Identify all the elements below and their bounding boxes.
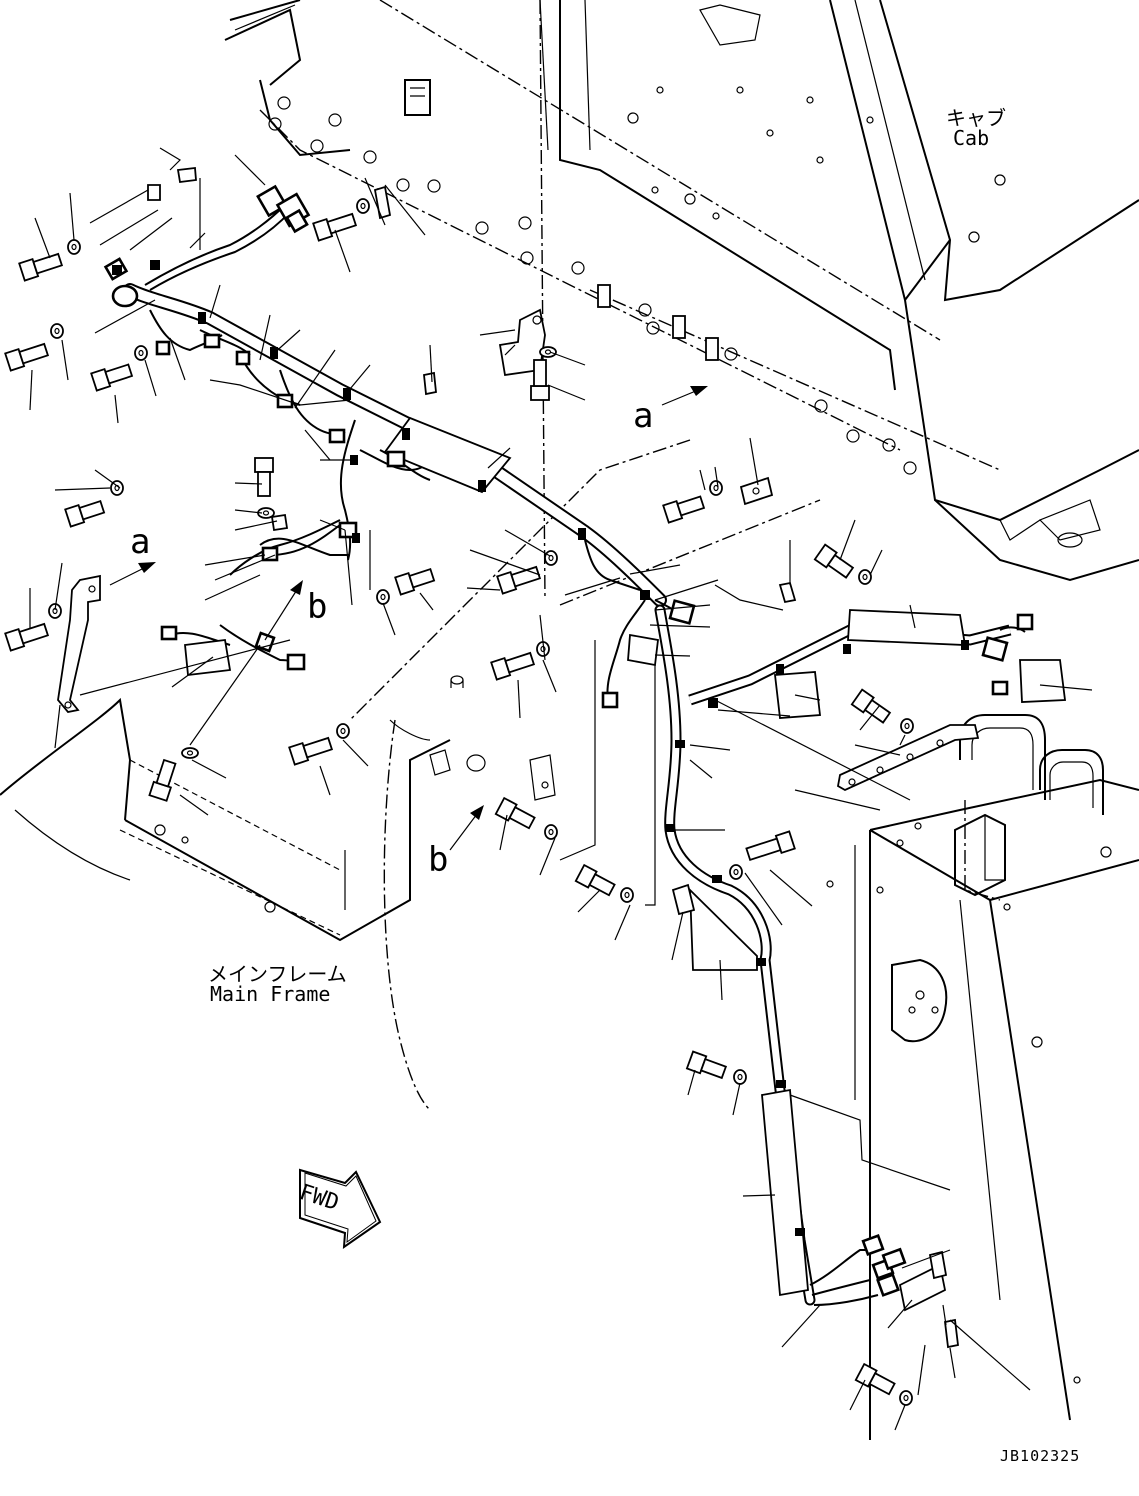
main-frame-label-en: Main Frame bbox=[210, 982, 331, 1006]
view-arrow-a-left bbox=[109, 562, 156, 586]
cab-mount-brackets bbox=[597, 284, 719, 361]
view-letter-b-left: b bbox=[307, 587, 328, 627]
cab-holes bbox=[627, 86, 1006, 243]
main-frame bbox=[0, 675, 556, 1111]
view-arrow-a-upper bbox=[661, 386, 708, 406]
cab-body bbox=[539, 0, 1139, 582]
protective-sleeves bbox=[184, 416, 1067, 1312]
view-letter-a-left: a bbox=[130, 522, 151, 562]
main-frame-label-jp: メインフレーム bbox=[208, 962, 347, 986]
drawing-id: JB102325 bbox=[1000, 1447, 1081, 1465]
view-arrow-b-left bbox=[264, 580, 303, 641]
view-letter-a-upper: a bbox=[633, 396, 654, 436]
lower-right-frame bbox=[349, 439, 1139, 1440]
bolts bbox=[4, 212, 896, 1396]
cab-label-en: Cab bbox=[953, 126, 990, 150]
upper-frame bbox=[224, 0, 1001, 601]
view-arrow-b-lower bbox=[449, 805, 484, 851]
brackets bbox=[57, 166, 980, 1349]
frame-bolt-holes bbox=[268, 96, 917, 475]
cab-label-jp: キャブ bbox=[946, 106, 1006, 130]
fwd-arrow-icon bbox=[299, 1168, 382, 1250]
view-letter-b-lower: b bbox=[428, 840, 449, 880]
washers bbox=[48, 198, 914, 1406]
harness-clamps bbox=[112, 260, 969, 1236]
leader-lines bbox=[29, 147, 1093, 1431]
connectors bbox=[103, 184, 1034, 1297]
